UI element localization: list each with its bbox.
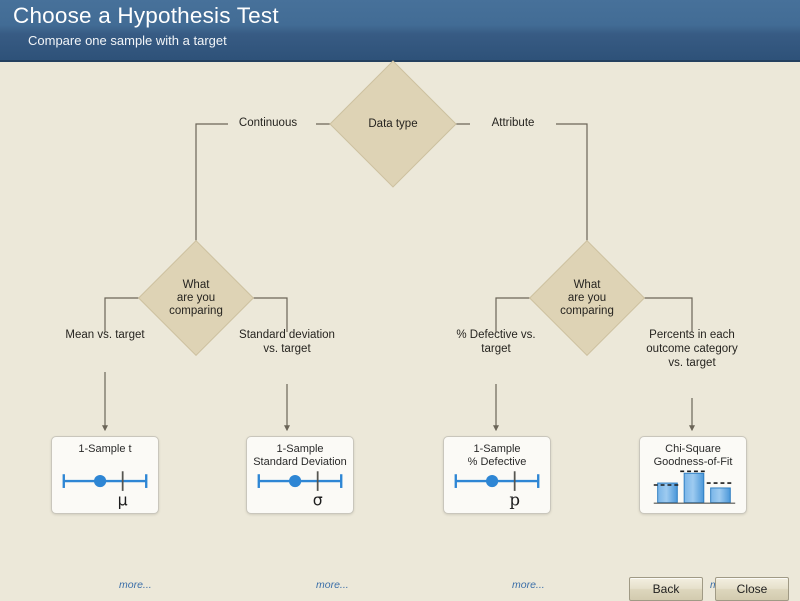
parameter-symbol: p <box>509 491 520 509</box>
decision-node-left-comparing[interactable]: What are you comparing <box>138 240 254 356</box>
test-card-title: 1-Sample Standard Deviation <box>253 443 347 468</box>
edge-label-percents-category-vs-target: Percents in each outcome category vs. ta… <box>646 329 738 369</box>
edge-label-attribute: Attribute <box>491 117 535 129</box>
more-link-1-sample-percent-defective[interactable]: more... <box>512 579 545 591</box>
test-card-title: 1-Sample t <box>78 443 132 455</box>
decision-node-data-type[interactable]: Data type <box>329 60 457 188</box>
test-card-chi-square-goodness-of-fit[interactable]: Chi-Square Goodness-of-Fit <box>639 436 747 514</box>
edge-label-pct-defective-vs-target: % Defective vs. target <box>456 329 536 355</box>
flowchart-canvas: Data type Continuous Attribute What are … <box>0 60 800 601</box>
decision-node-label: Data type <box>368 117 418 130</box>
test-card-1-sample-percent-defective[interactable]: 1-Sample % Defective p <box>443 436 551 514</box>
edge-label-stdev-vs-target: Standard deviation vs. target <box>239 329 335 355</box>
parameter-symbol: μ <box>118 491 128 509</box>
bar-chart-icon <box>653 470 736 504</box>
decision-node-right-comparing[interactable]: What are you comparing <box>529 240 645 356</box>
test-card-title: Chi-Square Goodness-of-Fit <box>653 443 733 468</box>
more-link-1-sample-t[interactable]: more... <box>119 579 152 591</box>
page-subtitle: Compare one sample with a target <box>28 33 227 48</box>
back-button[interactable]: Back <box>629 577 703 601</box>
decision-node-label: What are you comparing <box>560 278 614 317</box>
interval-plot-icon: σ <box>257 471 343 509</box>
test-card-1-sample-standard-deviation[interactable]: 1-Sample Standard Deviation σ <box>246 436 354 514</box>
close-button[interactable]: Close <box>715 577 789 601</box>
edge-label-continuous: Continuous <box>238 117 298 129</box>
more-link-1-sample-standard-deviation[interactable]: more... <box>316 579 349 591</box>
window-header: Choose a Hypothesis Test Compare one sam… <box>0 0 800 62</box>
parameter-symbol: σ <box>313 491 323 509</box>
edge-label-mean-vs-target: Mean vs. target <box>65 329 145 341</box>
interval-plot-icon: p <box>454 471 540 509</box>
decision-node-label: What are you comparing <box>169 278 223 317</box>
page-title: Choose a Hypothesis Test <box>13 3 279 28</box>
test-card-title: 1-Sample % Defective <box>467 443 527 468</box>
interval-plot-icon: μ <box>62 471 148 509</box>
test-card-1-sample-t[interactable]: 1-Sample t μ <box>51 436 159 514</box>
